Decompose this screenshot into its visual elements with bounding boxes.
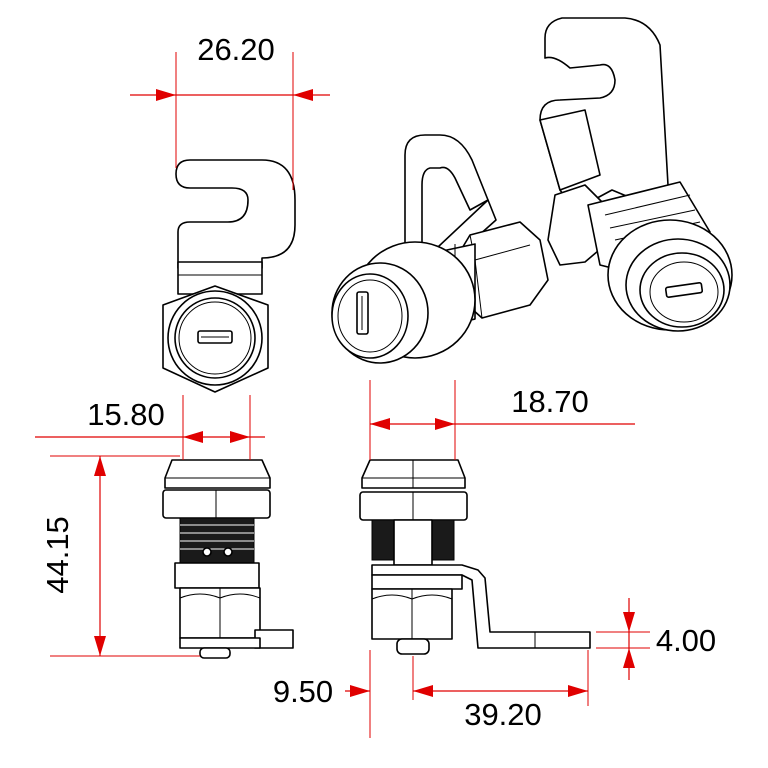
dimension-front-width-label: 15.80	[87, 397, 165, 432]
dimension-cam-thickness-label: 4.00	[656, 623, 716, 658]
isometric-view-1	[331, 134, 549, 364]
top-view-hook-cam	[175, 159, 296, 269]
front-screw	[199, 647, 231, 659]
iso2-key-slot	[664, 282, 704, 298]
front-cam-plate	[174, 562, 260, 589]
dimension-side-offset	[369, 380, 635, 460]
dimension-top-width	[130, 52, 330, 190]
iso1-face	[331, 273, 409, 359]
side-elevation	[359, 459, 591, 655]
dimension-side-offset-label: 18.70	[511, 384, 589, 419]
dimension-height	[50, 455, 200, 657]
side-thread-right	[431, 519, 455, 561]
side-thread-left	[371, 519, 395, 561]
dimension-height-label: 44.15	[40, 516, 75, 594]
isometric-view-2	[539, 17, 733, 332]
side-screw	[396, 638, 430, 655]
top-view	[162, 159, 296, 393]
dimension-top-width-label: 26.20	[197, 32, 275, 67]
iso1-hook	[404, 134, 489, 263]
dimension-cam-thickness	[596, 598, 650, 680]
front-elevation	[162, 459, 294, 659]
dimension-cam-length-label: 39.20	[464, 697, 542, 732]
dimension-cam-offset-small-label: 9.50	[273, 674, 333, 709]
dimension-front-width	[35, 395, 265, 460]
dimension-cam-length	[345, 650, 589, 738]
front-head	[164, 459, 271, 489]
